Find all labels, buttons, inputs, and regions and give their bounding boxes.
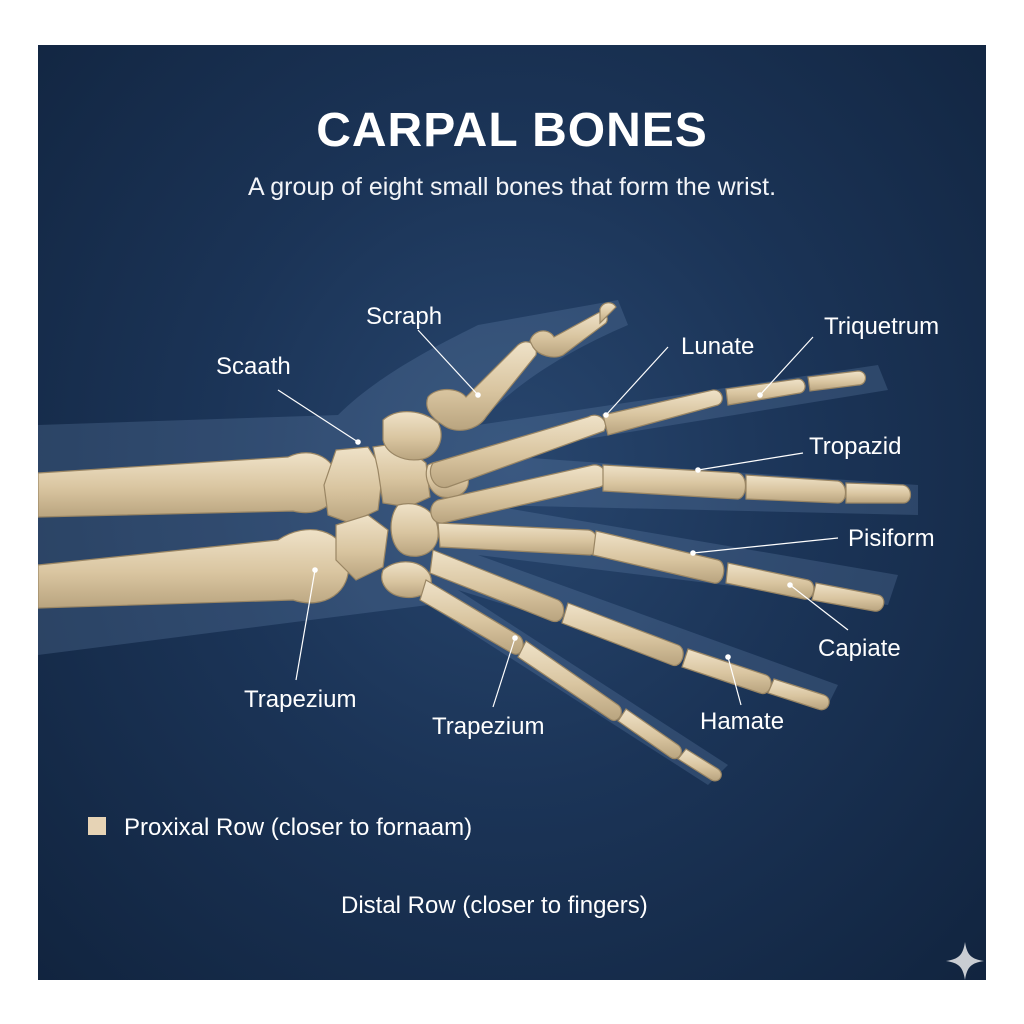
page-subtitle: A group of eight small bones that form t… bbox=[247, 173, 777, 201]
carpal-bone-5 bbox=[390, 503, 439, 557]
leader-lines bbox=[277, 329, 849, 708]
label-tropazid: Tropazid bbox=[809, 433, 902, 460]
middle-middle-phalanx bbox=[745, 474, 847, 504]
index-middle-phalanx bbox=[725, 378, 806, 406]
leader-scraph bbox=[417, 329, 479, 396]
label-lunate: Lunate bbox=[681, 333, 755, 360]
middle-proximal-phalanx bbox=[602, 464, 747, 500]
index-proximal-phalanx bbox=[602, 389, 723, 436]
hand-skeleton-illustration bbox=[38, 300, 918, 785]
bones bbox=[38, 302, 912, 782]
label-hamate: Hamate bbox=[700, 708, 785, 735]
leader-trapezium-left bbox=[295, 569, 316, 681]
leader-pisiform bbox=[692, 537, 839, 554]
leader-capiate bbox=[789, 584, 849, 631]
diagram-panel: CARPAL BONES A group of eight small bone… bbox=[38, 45, 986, 980]
label-scaath: Scaath bbox=[216, 353, 291, 380]
label-pisiform: Pisiform bbox=[848, 525, 935, 552]
leader-hamate bbox=[727, 656, 742, 706]
label-triquetrum: Triquetrum bbox=[824, 313, 940, 340]
label-trapezium-left: Trapezium bbox=[244, 686, 357, 713]
ring-middle-phalanx bbox=[725, 562, 815, 600]
leader-scaath bbox=[277, 389, 359, 443]
leader-trapezium-right bbox=[492, 637, 516, 708]
page-title: CARPAL BONES bbox=[316, 104, 708, 157]
leader-tropazid bbox=[697, 452, 804, 471]
legend-proximal-swatch bbox=[88, 817, 106, 835]
legend-proximal-label: Proxixal Row (closer to fornaam) bbox=[124, 814, 473, 841]
label-trapezium-right: Trapezium bbox=[432, 713, 545, 740]
lower-middle-phalanx bbox=[617, 708, 682, 760]
lower-distal-phalanx bbox=[677, 748, 722, 782]
little-metacarpal bbox=[429, 549, 565, 623]
little-proximal-phalanx bbox=[561, 602, 684, 667]
leader-lunate bbox=[605, 346, 669, 416]
label-scraph: Scraph bbox=[366, 303, 443, 330]
ring-proximal-phalanx bbox=[592, 530, 725, 584]
lower-proximal-phalanx bbox=[517, 640, 622, 721]
label-capiate: Capiate bbox=[818, 635, 901, 662]
little-distal-phalanx bbox=[767, 678, 830, 711]
middle-distal-phalanx bbox=[845, 482, 912, 504]
ring-distal-phalanx bbox=[811, 582, 885, 612]
carpal-bone-1 bbox=[323, 446, 384, 524]
thumb-distal-phalanx bbox=[599, 302, 617, 325]
thumb-metacarpal bbox=[426, 341, 537, 431]
leader-triquetrum bbox=[759, 336, 814, 396]
carpal-bone-3 bbox=[382, 411, 442, 461]
carpal-bone-4 bbox=[335, 514, 389, 581]
legend-distal-label: Distal Row (closer to fingers) bbox=[341, 892, 648, 919]
middle-metacarpal bbox=[430, 464, 608, 524]
index-distal-phalanx bbox=[807, 370, 867, 392]
index-metacarpal bbox=[429, 414, 607, 489]
sparkle-icon bbox=[946, 942, 984, 980]
